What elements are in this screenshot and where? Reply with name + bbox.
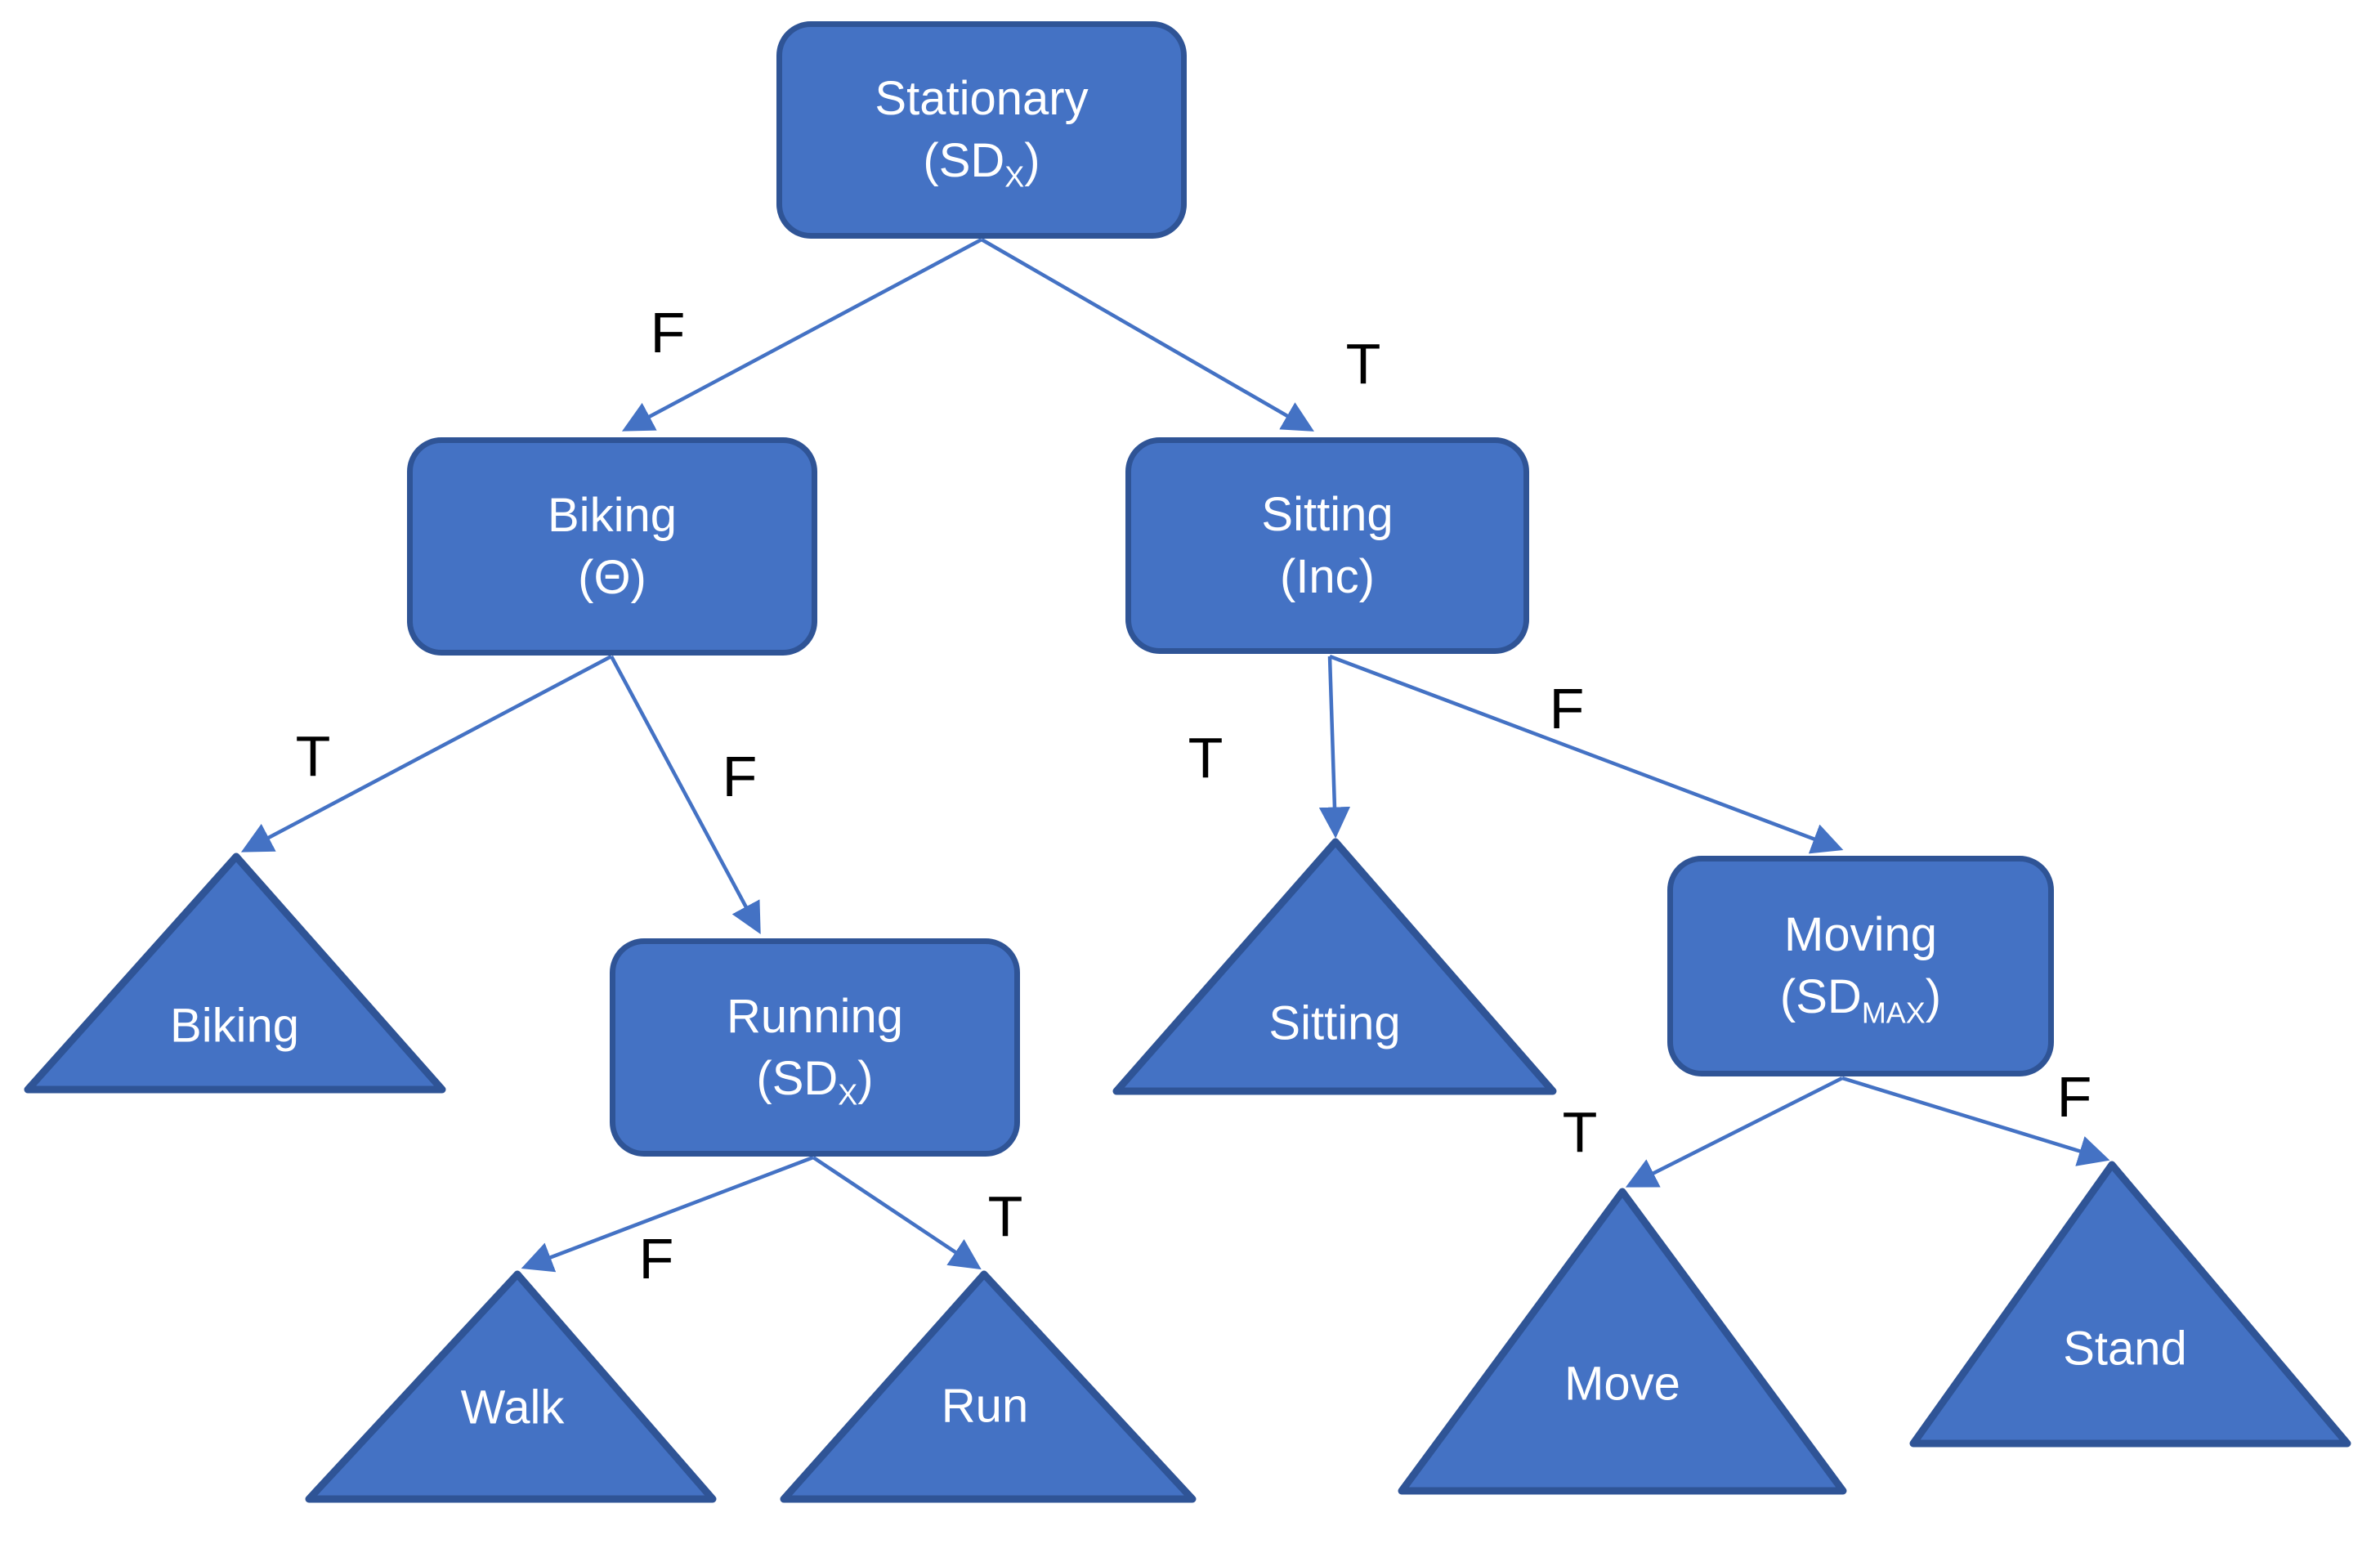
triangle-move-leaf [1398, 1188, 1847, 1495]
edge-label-biking-leaf: T [295, 724, 331, 788]
triangle-sitting-leaf [1112, 838, 1557, 1095]
node-moving: Moving (SDMAX) [1667, 856, 2054, 1076]
leaf-label-move: Move [1564, 1357, 1680, 1411]
edge-stationary-to-biking [621, 238, 983, 432]
leaf-label-biking: Biking [170, 999, 299, 1053]
edge-sitting-to-sitting-leaf [1318, 656, 1351, 839]
edge-sitting-to-moving [1329, 654, 1844, 854]
edge-label-stationary-biking: F [650, 301, 686, 365]
node-biking-title: Biking [548, 488, 677, 542]
node-sitting: Sitting (Inc) [1125, 437, 1529, 654]
node-running: Running (SDX) [610, 938, 1020, 1157]
node-running-title: Running [726, 989, 904, 1043]
node-biking: Biking (Θ) [407, 437, 817, 656]
node-stationary: Stationary (SDX) [776, 21, 1187, 239]
node-sitting-feature: (Inc) [1280, 549, 1375, 603]
edge-label-sitting-leaf: T [1188, 726, 1224, 790]
edge-biking-to-biking-leaf [240, 655, 613, 853]
leaf-label-walk: Walk [460, 1381, 565, 1434]
node-sitting-title: Sitting [1261, 487, 1394, 541]
node-stationary-feature: (SDX) [923, 134, 1040, 194]
triangle-walk-leaf [305, 1270, 717, 1503]
edge-moving-to-stand-leaf [1841, 1076, 2110, 1166]
edge-label-moving-move: T [1562, 1100, 1598, 1164]
leaf-label-run: Run [941, 1379, 1029, 1433]
edge-running-to-walk-leaf [521, 1155, 814, 1273]
node-running-feature: (SDX) [756, 1051, 874, 1112]
edge-label-stationary-sitting: T [1345, 332, 1381, 396]
triangle-stand-leaf [1909, 1161, 2351, 1448]
edge-label-running-walk: F [638, 1227, 674, 1291]
edge-label-sitting-moving: F [1549, 677, 1585, 741]
edge-label-moving-stand: F [2056, 1065, 2092, 1129]
edge-stationary-to-sitting [980, 238, 1314, 432]
edge-running-to-run-leaf [812, 1156, 982, 1270]
leaf-label-sitting: Sitting [1268, 996, 1401, 1050]
triangle-run-leaf [780, 1270, 1197, 1503]
edge-label-biking-running: F [722, 745, 758, 808]
node-biking-feature: (Θ) [578, 550, 646, 604]
node-moving-title: Moving [1784, 908, 1937, 961]
edge-moving-to-move-leaf [1625, 1076, 1844, 1188]
edge-biking-to-running [610, 655, 761, 935]
edge-label-running-run: T [987, 1184, 1023, 1248]
leaf-label-stand: Stand [2063, 1322, 2187, 1376]
triangle-biking-leaf [24, 853, 446, 1094]
node-stationary-title: Stationary [875, 72, 1089, 125]
node-moving-feature: (SDMAX) [1779, 970, 1942, 1030]
